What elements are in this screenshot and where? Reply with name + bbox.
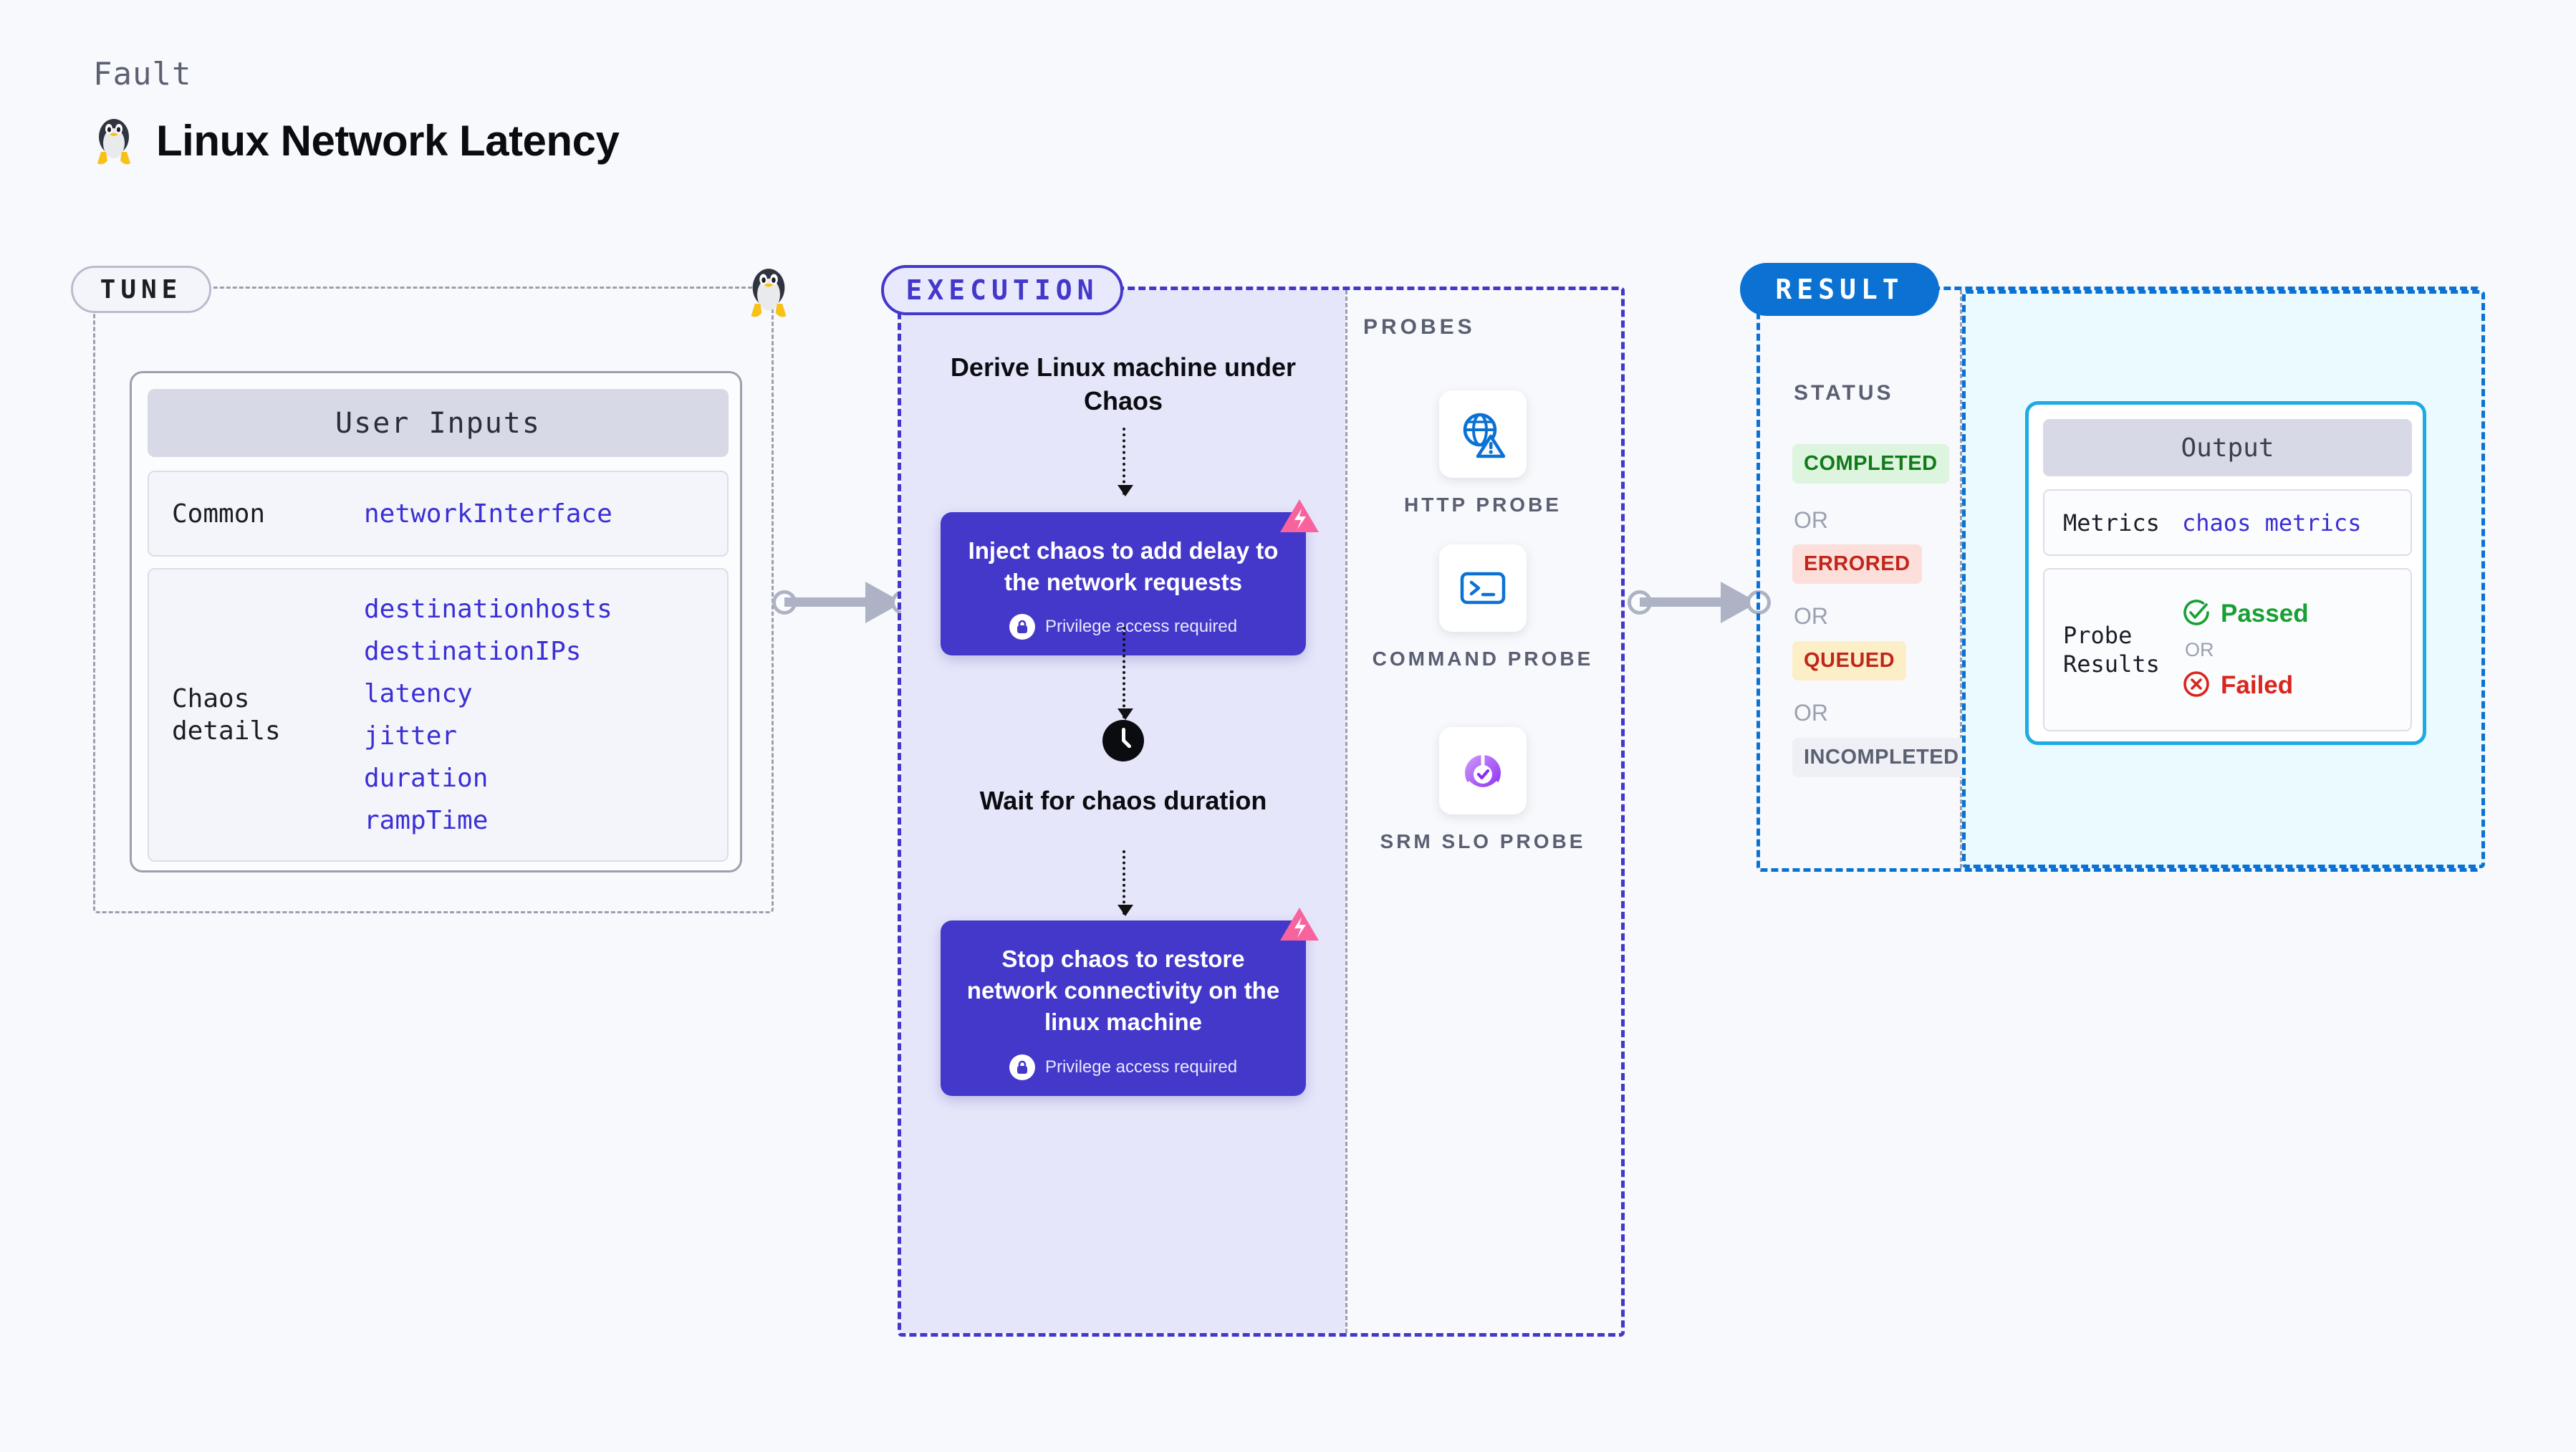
status-or-label: OR: [1794, 507, 1828, 533]
tune-value: jitter: [364, 721, 458, 751]
probe-label: COMMAND PROBE: [1372, 648, 1594, 670]
tune-section: TUNE User Inputs Common networkInterface…: [71, 266, 774, 913]
tune-value: networkInterface: [364, 499, 612, 529]
probes-section-title: PROBES: [1363, 315, 1476, 339]
result-section: STATUS COMPLETED OR ERRORED OR QUEUED OR…: [1740, 263, 2485, 872]
tune-row-values: destinationhosts destinationIPs latency …: [364, 595, 612, 835]
execution-node-title: Stop chaos to restore network connectivi…: [966, 946, 1280, 1036]
status-or-label: OR: [1794, 700, 1828, 726]
status-or-label: OR: [1794, 603, 1828, 629]
linux-tux-icon: [745, 264, 792, 323]
page-title-row: Linux Network Latency: [92, 115, 620, 166]
result-status-column: STATUS COMPLETED OR ERRORED OR QUEUED OR…: [1760, 290, 1971, 868]
output-card-title: Output: [2043, 419, 2412, 476]
check-circle-icon: [2182, 598, 2211, 630]
page-kicker: Fault: [93, 56, 192, 92]
status-badge-errored: ERRORED: [1792, 544, 1922, 584]
connector-line: [1640, 597, 1726, 607]
probes-divider: [1345, 290, 1347, 1333]
tune-row-chaos-details: Chaos details destinationhosts destinati…: [148, 568, 729, 862]
result-output-area: Output Metrics chaos metrics Probe Resul…: [1962, 290, 2485, 868]
chaos-badge-icon: [1280, 908, 1319, 941]
terminal-prompt-icon: [1439, 544, 1527, 632]
probe-result-or-label: OR: [2185, 638, 2214, 660]
connector-tune-to-execution: [772, 582, 915, 623]
lock-icon: [1009, 1054, 1035, 1080]
lock-icon: [1009, 614, 1035, 640]
probe-item-srm-slo[interactable]: SRM SLO PROBE: [1365, 727, 1601, 854]
user-inputs-card: User Inputs Common networkInterface Chao…: [130, 371, 742, 872]
execution-node-title: Inject chaos to add delay to the network…: [968, 537, 1279, 596]
tune-row-label: Common: [172, 499, 266, 529]
globe-warning-icon: [1439, 390, 1527, 478]
tune-row-label: Chaos details: [172, 684, 281, 746]
flow-arrow-1: [1118, 428, 1133, 496]
probe-result-failed: Failed: [2182, 670, 2309, 702]
tune-value: destinationIPs: [364, 637, 582, 666]
probe-result-passed-label: Passed: [2221, 600, 2309, 628]
privilege-text: Privilege access required: [1044, 617, 1238, 637]
tune-row-common: Common networkInterface: [148, 471, 729, 557]
linux-tux-icon: [92, 115, 136, 166]
probe-label: SRM SLO PROBE: [1380, 830, 1586, 852]
result-section-label: RESULT: [1740, 263, 1939, 316]
output-row-label: Probe Results: [2063, 622, 2160, 678]
tune-row-values: networkInterface: [364, 499, 612, 529]
privilege-text: Privilege access required: [1044, 1057, 1238, 1077]
flow-arrow-3: [1118, 850, 1133, 916]
page-title: Linux Network Latency: [156, 116, 620, 165]
tune-value: duration: [364, 764, 489, 793]
chaos-badge-icon: [1280, 499, 1319, 532]
probe-item-command[interactable]: COMMAND PROBE: [1365, 544, 1601, 671]
privilege-row: Privilege access required: [959, 1054, 1287, 1080]
srm-slo-donut-icon: [1439, 727, 1527, 814]
probe-label: HTTP PROBE: [1404, 494, 1562, 516]
tune-value: rampTime: [364, 806, 489, 835]
status-badge-queued: QUEUED: [1792, 641, 1907, 681]
output-card: Output Metrics chaos metrics Probe Resul…: [2025, 401, 2426, 745]
execution-step-derive-label: Derive Linux machine under Chaos: [950, 352, 1297, 415]
status-badge-completed: COMPLETED: [1792, 444, 1949, 484]
execution-section-label: EXECUTION: [881, 265, 1123, 315]
output-row-probe-results: Probe Results Passed OR: [2043, 568, 2412, 731]
probe-item-http[interactable]: HTTP PROBE: [1365, 390, 1601, 517]
output-row-value: chaos metrics: [2182, 509, 2362, 537]
clock-icon: [1101, 718, 1145, 766]
tune-section-label: TUNE: [71, 266, 211, 313]
connector-probes-to-result: [1628, 582, 1771, 623]
probe-result-passed: Passed: [2182, 598, 2309, 630]
status-column-title: STATUS: [1794, 381, 1894, 405]
tune-value: destinationhosts: [364, 595, 612, 624]
execution-step-wait-label: Wait for chaos duration: [979, 786, 1267, 815]
privilege-row: Privilege access required: [959, 614, 1287, 640]
probe-result-values: Passed OR Failed: [2182, 598, 2309, 702]
status-badge-incompleted: INCOMPLETED: [1792, 738, 1971, 777]
execution-section: EXECUTION Derive Linux machine under Cha…: [881, 265, 1625, 1337]
probe-result-failed-label: Failed: [2221, 671, 2294, 699]
output-row-label: Metrics: [2063, 509, 2160, 537]
tune-value: latency: [364, 679, 473, 708]
output-row-metrics: Metrics chaos metrics: [2043, 489, 2412, 556]
flow-arrow-2: [1118, 627, 1133, 720]
connector-line: [784, 597, 870, 607]
user-inputs-title: User Inputs: [148, 389, 729, 457]
execution-node-stop-chaos: Stop chaos to restore network connectivi…: [941, 908, 1319, 1096]
x-circle-icon: [2182, 670, 2211, 702]
